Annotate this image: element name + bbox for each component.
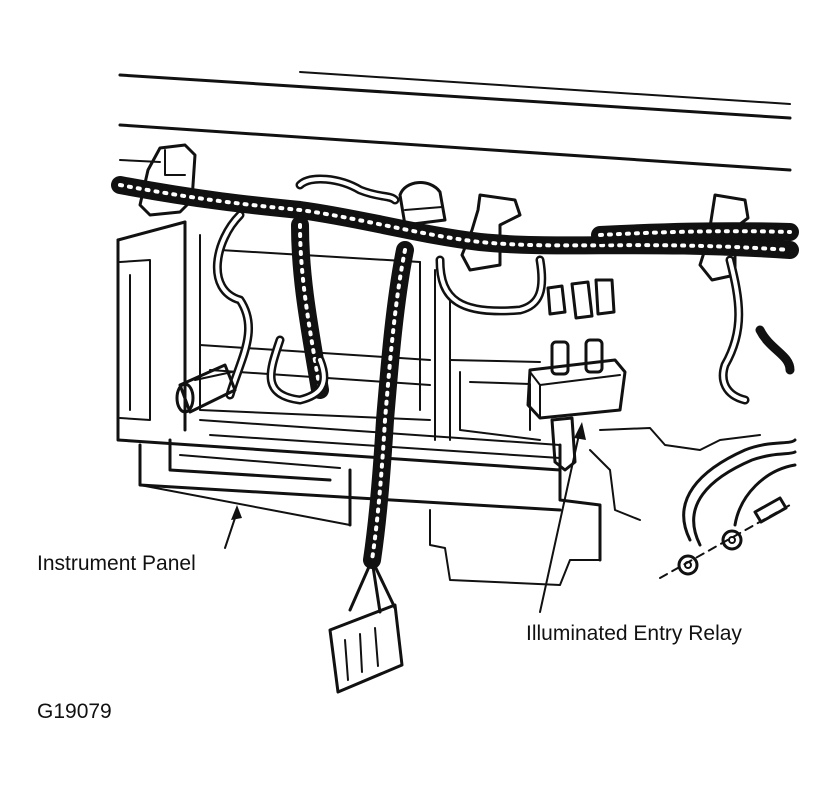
leader-lines <box>224 422 586 613</box>
harness-clip-center <box>460 193 522 272</box>
dash-top-surface <box>118 71 792 172</box>
round-connector <box>398 181 447 227</box>
wire-loops <box>213 174 795 405</box>
harness-branch-connector <box>291 216 414 569</box>
instrument-panel-body <box>116 220 761 586</box>
ground-cable <box>659 438 797 579</box>
figure-id-label: G19079 <box>37 700 112 723</box>
illuminated-entry-relay <box>526 338 627 472</box>
instrument-panel-label: Instrument Panel <box>37 552 196 575</box>
main-harness <box>111 176 799 259</box>
ip-connector-block <box>328 558 404 694</box>
relay-connectors <box>546 278 616 320</box>
relay-arrowhead <box>574 422 586 440</box>
instrument-panel-arrowhead <box>231 505 242 520</box>
relay-label: Illuminated Entry Relay <box>526 622 742 645</box>
cylinder-component <box>175 363 237 414</box>
